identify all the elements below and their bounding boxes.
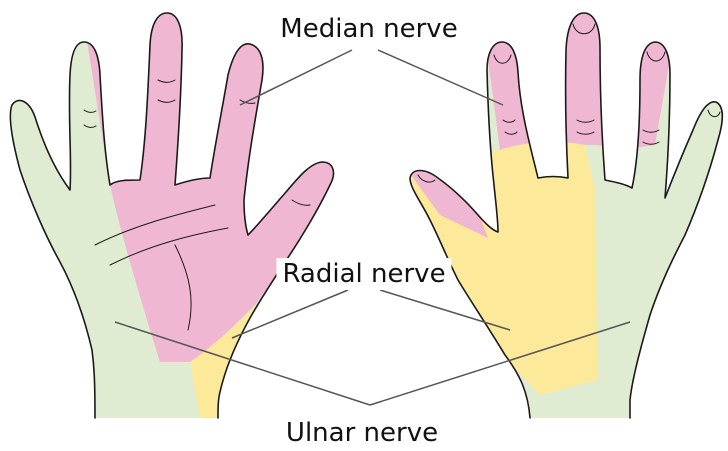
- right-hand-dorsal: [380, 0, 728, 451]
- median-leader-right: [378, 50, 503, 105]
- radial-nerve-label: Radial nerve: [276, 258, 451, 290]
- ulnar-nerve-label: Ulnar nerve: [280, 417, 444, 449]
- median-nerve-label: Median nerve: [274, 13, 463, 45]
- right-hand-median-region: [480, 0, 680, 150]
- left-hand-palm: [0, 0, 400, 451]
